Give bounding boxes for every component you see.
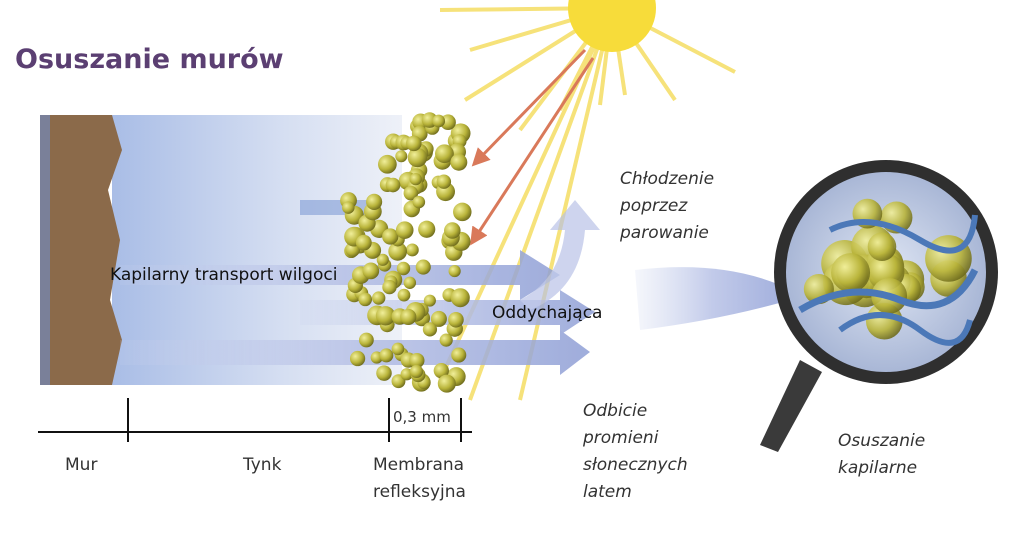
membrane-particle <box>395 150 408 163</box>
membrane-particle <box>385 177 401 193</box>
page-title: Osuszanie murów <box>15 44 284 75</box>
capillary-drying-label-2: kapilarne <box>838 458 918 478</box>
membrane-particle <box>349 350 366 367</box>
membrane-particle <box>430 310 447 327</box>
membrane-particle <box>342 201 355 214</box>
membrane-label-1: Membrana <box>373 455 465 475</box>
membrane-particle <box>450 153 468 171</box>
scale-bar <box>38 398 472 442</box>
membrane-particle <box>400 368 413 381</box>
membrane-particle <box>375 306 396 326</box>
membrane-particle <box>403 276 417 289</box>
membrane-particle <box>358 292 373 307</box>
membrane-particle <box>396 261 411 276</box>
cooling-label-3: parowanie <box>620 223 709 243</box>
thickness-label: 0,3 mm <box>393 408 451 426</box>
magnifier-icon <box>760 160 998 452</box>
membrane-label-2: refleksyjna <box>373 482 466 502</box>
membrane-particle <box>379 348 394 363</box>
capillary-drying-label-1: Osuszanie <box>838 431 926 451</box>
membrane-particle <box>453 202 472 222</box>
cooling-label-1: Chłodzenie <box>620 169 715 189</box>
membrane-particle <box>400 308 417 326</box>
membrane-particle <box>397 288 411 302</box>
magnified-particle <box>831 253 871 293</box>
membrane-particle <box>382 279 397 295</box>
reflection-label-2: promieni <box>583 428 659 448</box>
membrane-particle <box>395 221 414 239</box>
membrane-particle <box>409 364 424 379</box>
reflection-label-4: latem <box>583 482 632 502</box>
membrane-particle <box>423 294 436 307</box>
membrane-particle <box>376 253 389 266</box>
membrane-particle <box>406 135 422 152</box>
membrane-particle <box>435 144 454 164</box>
membrane-particle <box>388 242 408 261</box>
membrane-particle <box>422 322 438 337</box>
membrane-particle <box>433 363 449 379</box>
membrane-particle <box>436 174 452 189</box>
membrane-particle <box>448 265 461 278</box>
layer-label-plaster: Tynk <box>243 455 282 475</box>
membrane-particle <box>382 228 399 245</box>
membrane-particle <box>432 114 446 128</box>
wall-layer <box>40 115 122 385</box>
heat-arrows <box>470 48 595 246</box>
membrane-particle <box>355 234 372 251</box>
membrane-particle <box>378 154 397 174</box>
membrane-particle <box>409 352 425 369</box>
sun-ray <box>518 7 614 401</box>
reflective-membrane <box>340 112 472 393</box>
membrane-particle <box>405 243 419 257</box>
membrane-particle <box>451 347 467 363</box>
sun-icon <box>568 0 656 52</box>
breathable-label: Oddychająca <box>492 303 603 323</box>
membrane-particle <box>444 222 461 239</box>
membrane-particle <box>409 173 422 186</box>
membrane-particle <box>359 332 374 348</box>
membrane-particle <box>439 333 453 347</box>
cooling-label-2: poprzez <box>620 196 688 216</box>
layer-label-wall: Mur <box>65 455 98 475</box>
membrane-particle <box>412 195 426 209</box>
membrane-particle <box>362 262 380 280</box>
membrane-particle <box>372 291 386 305</box>
magnified-particle <box>867 232 897 262</box>
membrane-particle <box>418 220 436 238</box>
membrane-particle <box>366 193 383 210</box>
capillary-transport-label: Kapilarny transport wilgoci <box>110 265 338 285</box>
membrane-particle <box>376 365 392 381</box>
membrane-particle <box>391 342 405 356</box>
membrane-particle <box>448 311 464 328</box>
membrane-particle <box>437 374 456 393</box>
reflection-label-3: słonecznych <box>583 455 688 475</box>
reflection-label-1: Odbicie <box>583 401 648 421</box>
membrane-particle <box>407 147 428 168</box>
sun-ray <box>468 7 614 401</box>
membrane-particle <box>403 185 419 201</box>
membrane-particle <box>415 259 431 275</box>
membrane-particle <box>450 288 470 308</box>
